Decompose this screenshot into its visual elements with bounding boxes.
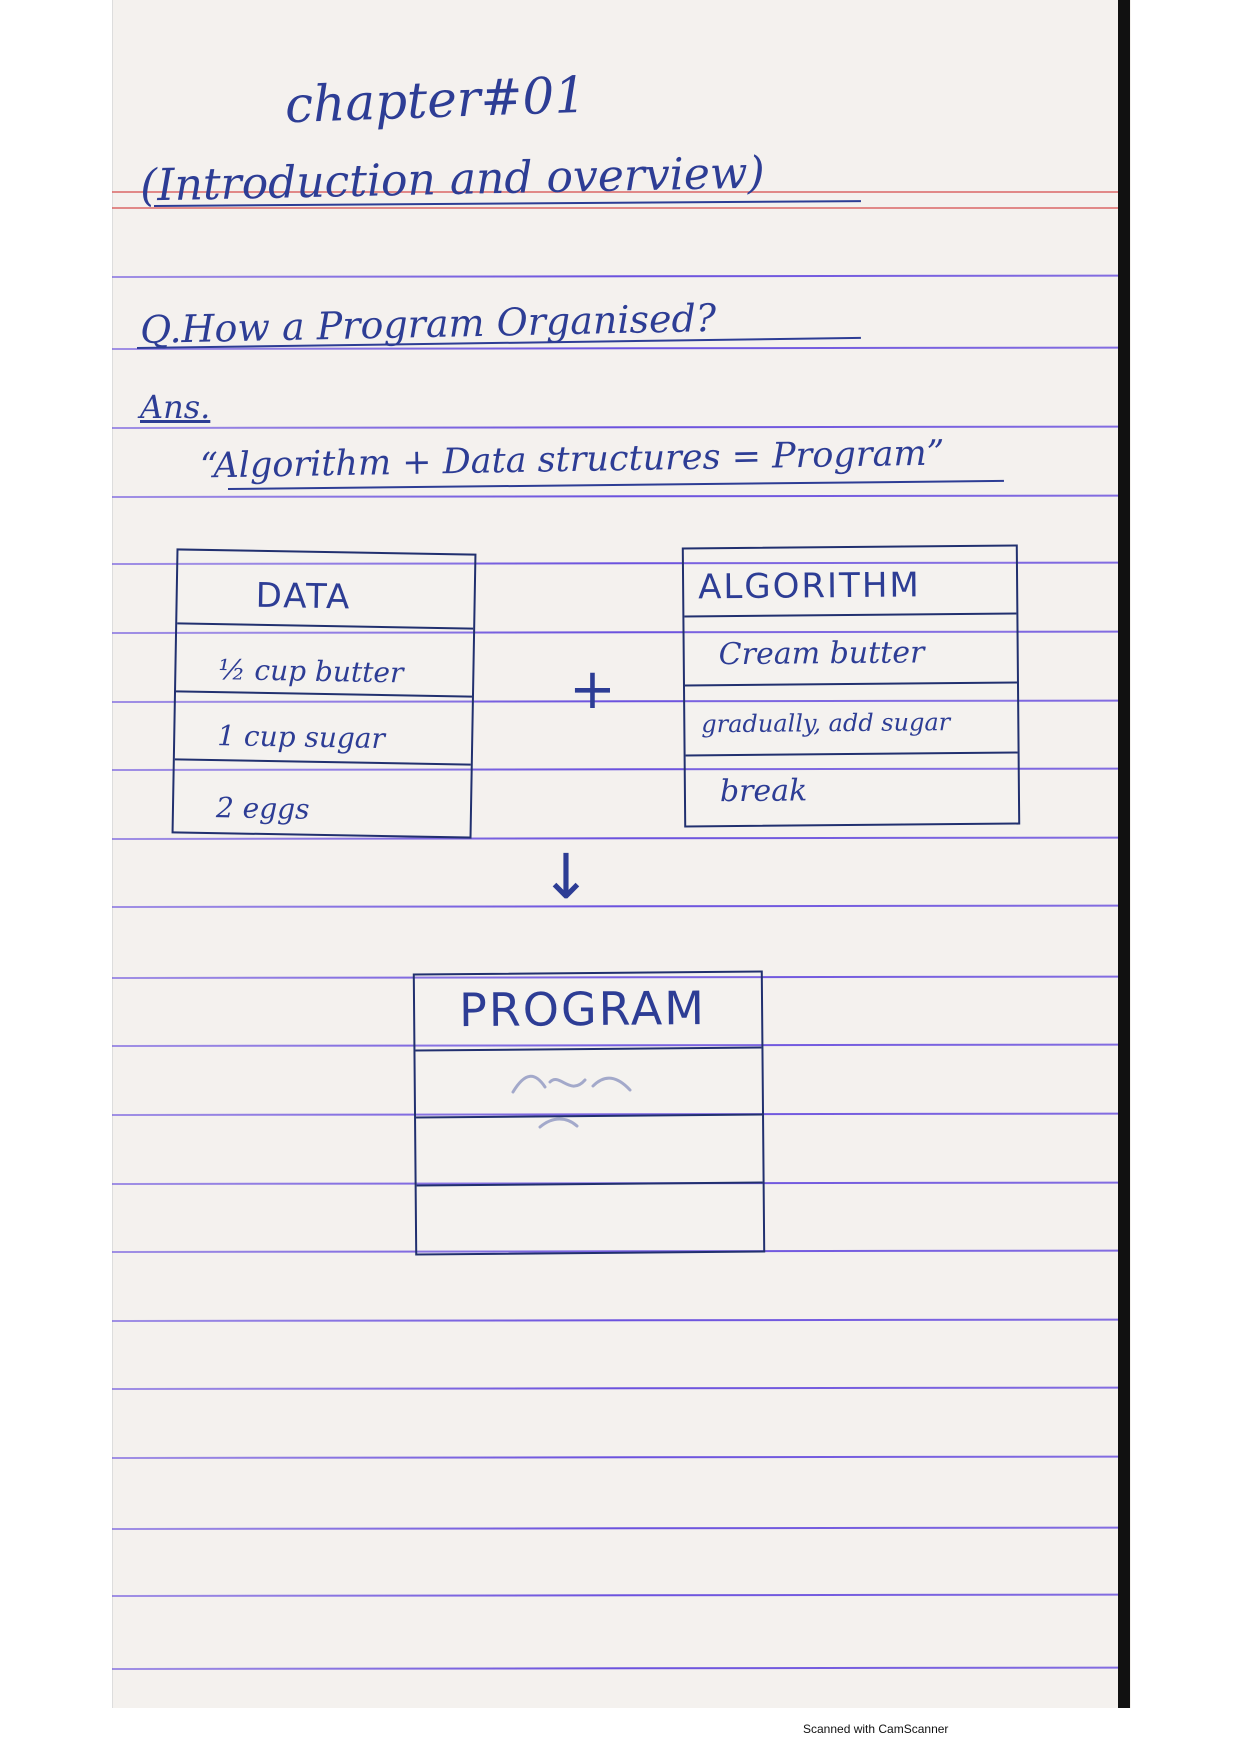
- down-arrow-icon: ↓: [540, 840, 592, 913]
- algorithm-row: break: [685, 751, 1019, 826]
- answer-label: Ans.: [140, 388, 211, 426]
- data-row: ½ cup butter: [176, 622, 474, 696]
- data-box-title: DATA: [255, 575, 352, 618]
- data-row: 2 eggs: [173, 758, 471, 837]
- program-box-title: PROGRAM: [458, 980, 707, 1038]
- red-rule-line: [112, 191, 1118, 193]
- algorithm-box: ALGORITHM Cream butter gradually, add su…: [681, 544, 1021, 828]
- notebook-page: [112, 0, 1131, 1708]
- chapter-heading: chapter#01: [284, 65, 588, 135]
- data-row: 1 cup sugar: [174, 690, 472, 764]
- algorithm-box-title: ALGORITHM: [697, 565, 921, 608]
- algorithm-row: Cream butter: [684, 612, 1017, 685]
- program-row: [416, 1181, 764, 1254]
- page-edge-shadow: [1118, 0, 1130, 1708]
- data-box: DATA ½ cup butter 1 cup sugar 2 eggs: [171, 548, 477, 839]
- camscanner-watermark: Scanned with CamScanner: [803, 1722, 949, 1736]
- program-scribble-mark: [511, 1074, 632, 1129]
- algorithm-row: gradually, add sugar: [684, 681, 1018, 755]
- plus-symbol: +: [569, 657, 616, 722]
- red-rule-line: [112, 207, 1118, 209]
